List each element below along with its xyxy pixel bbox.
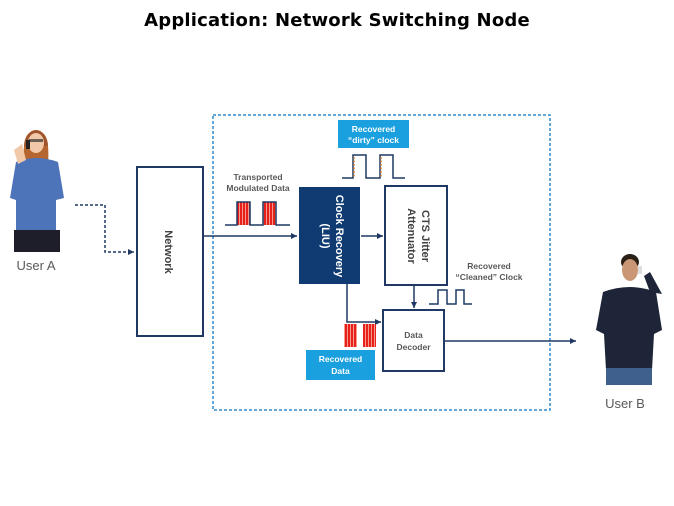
recovered-data-waveform (344, 324, 376, 347)
recovered-data-label-line2: Data (331, 366, 350, 376)
dirty-clock-label-box: Recovered “dirty” clock (338, 120, 409, 148)
decoder-label-line2: Decoder (396, 342, 431, 352)
recovered-data-label-line1: Recovered (319, 354, 362, 364)
dirty-clock-label-line1: Recovered (352, 124, 395, 134)
data-decoder-block: Data Decoder (382, 309, 445, 372)
user-a-connector (75, 204, 134, 255)
user-b-figure: User B (596, 254, 662, 411)
clock-recovery-to-decoder-arrow (346, 284, 381, 325)
cts-label-line2: Attenuator (405, 208, 417, 264)
person-woman-icon (10, 130, 64, 252)
decoder-label-line1: Data (404, 330, 423, 340)
user-b-label: User B (605, 396, 645, 411)
clock-recovery-label-line1: Clock Recovery (333, 195, 345, 278)
person-man-icon (596, 254, 662, 385)
user-a-figure: User A (10, 130, 64, 273)
cts-label-line1: CTS Jitter (419, 210, 431, 263)
clock-recovery-block: Clock Recovery (LIU) (299, 187, 360, 284)
dirty-clock-label-line2: “dirty” clock (348, 135, 399, 145)
cleaned-clock-label-line2: “Cleaned” Clock (455, 272, 522, 282)
transported-data-label-line2: Modulated Data (226, 183, 290, 193)
user-a-label: User A (16, 258, 55, 273)
modulated-data-waveform (225, 201, 290, 226)
network-block: Network (136, 166, 204, 337)
cts-jitter-attenuator-block: CTS Jitter Attenuator (384, 185, 448, 286)
recovered-data-label-box: Recovered Data (306, 350, 375, 380)
transported-data-label-line1: Transported (233, 172, 282, 182)
cleaned-clock-label-line1: Recovered (467, 261, 510, 271)
dirty-clock-waveform (342, 154, 405, 179)
switching-node-boundary (212, 114, 551, 411)
cleaned-clock-waveform (429, 289, 472, 305)
page-title: Application: Network Switching Node (144, 10, 530, 31)
network-label: Network (162, 230, 174, 274)
clock-recovery-label-line2: (LIU) (319, 223, 331, 248)
